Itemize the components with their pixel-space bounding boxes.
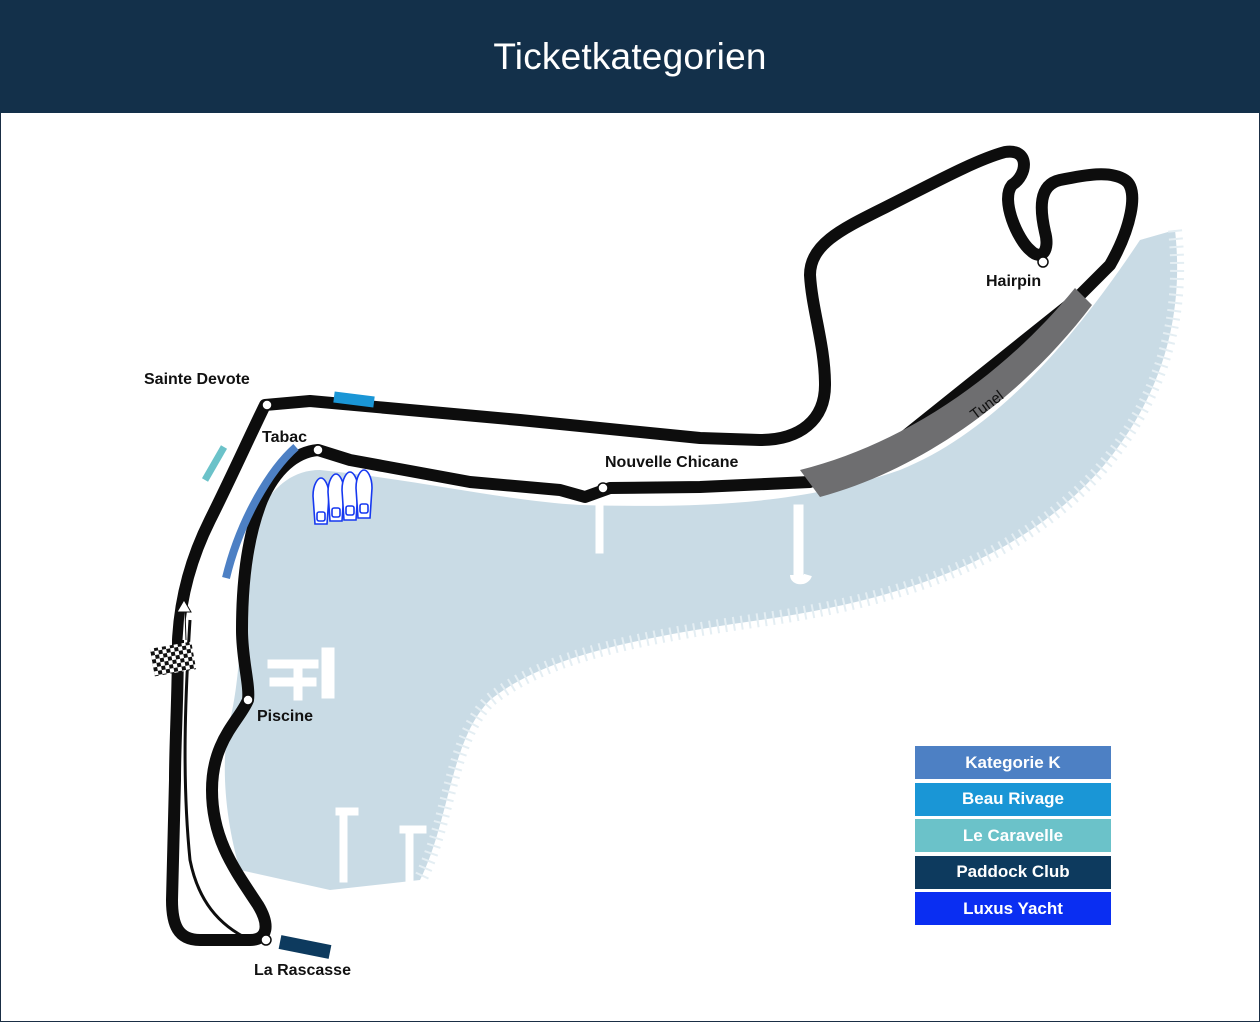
race-track: [166, 145, 1139, 946]
stand-kategorie-k: [222, 444, 299, 579]
corner-label-sainte-devote: Sainte Devote: [144, 371, 250, 388]
corner-markers: [242, 256, 1049, 946]
tunnel-section: [800, 288, 1092, 497]
legend-label: Beau Rivage: [961, 789, 1065, 808]
stand-beau-rivage: [333, 391, 375, 408]
harbour-water: [224, 230, 1178, 890]
legend-item-le-caravelle: Le Caravelle: [915, 819, 1111, 852]
header-bar: Ticketkategorien: [0, 0, 1260, 113]
legend-item-beau-rivage: Beau Rivage: [915, 782, 1111, 816]
legend-item-luxus-yacht: Luxus Yacht: [915, 892, 1111, 925]
ticket-legend: Kategorie K Beau Rivage Le Caravelle Pad…: [915, 746, 1111, 929]
stand-paddock-club: [278, 935, 332, 959]
start-finish-flag: [149, 641, 197, 677]
corner-label-piscine: Piscine: [257, 708, 313, 725]
pit-lane: [183, 619, 251, 942]
legend-label: Luxus Yacht: [963, 898, 1063, 918]
stand-le-caravelle: [201, 445, 228, 482]
legend-label: Kategorie K: [965, 752, 1061, 772]
page-title: Ticketkategorien: [493, 35, 767, 77]
legend-item-paddock-club: Paddock Club: [915, 855, 1111, 889]
corner-label-tabac: Tabac: [262, 429, 307, 446]
direction-arrow: [176, 599, 192, 641]
legend-label: Paddock Club: [956, 862, 1070, 881]
corner-label-nouvelle-chicane: Nouvelle Chicane: [605, 454, 738, 471]
corner-label-hairpin: Hairpin: [986, 273, 1041, 290]
corner-label-la-rascasse: La Rascasse: [254, 962, 351, 979]
luxus-yacht-icons: [312, 469, 373, 525]
piers: [267, 504, 812, 889]
legend-label: Le Caravelle: [962, 825, 1064, 845]
legend-item-kategorie-k: Kategorie K: [915, 746, 1111, 779]
